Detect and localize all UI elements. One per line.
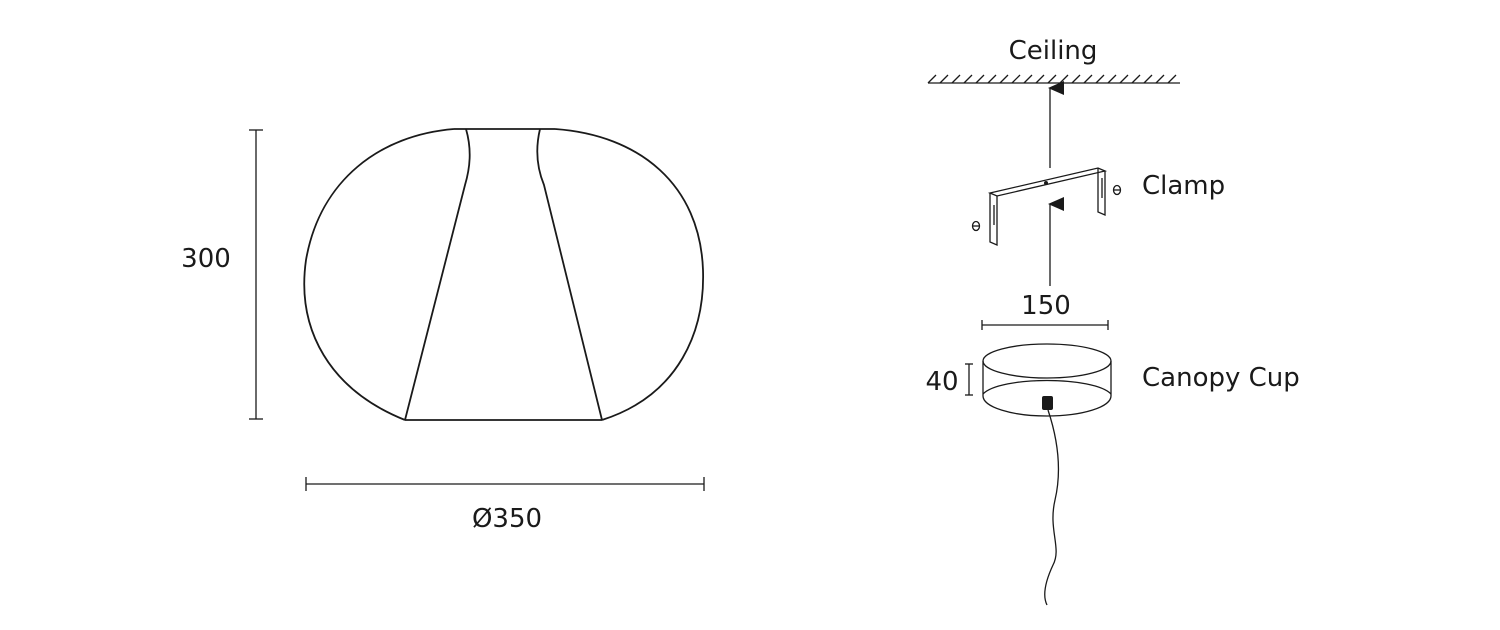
ceiling-line xyxy=(927,74,1180,84)
clamp-right-screw-icon xyxy=(1112,184,1122,196)
clamp-label: Clamp xyxy=(1142,171,1225,201)
height-label: 300 xyxy=(181,244,231,274)
diameter-label: Ø350 xyxy=(472,504,542,534)
canopy-height-label: 40 xyxy=(925,367,958,397)
shade-outline xyxy=(303,128,704,421)
ceiling-label: Ceiling xyxy=(1009,36,1098,66)
canopy-width-dimension xyxy=(981,320,1109,330)
shade-right-seam xyxy=(536,128,603,421)
diameter-dimension xyxy=(305,477,705,491)
clamp-bracket xyxy=(971,167,1122,246)
canopy-label: Canopy Cup xyxy=(1142,363,1300,393)
canopy-width-label: 150 xyxy=(1021,291,1071,321)
height-dimension xyxy=(249,129,263,420)
cable-grip-icon xyxy=(1042,396,1053,410)
suspension-cable xyxy=(1044,409,1060,606)
lamp-shade xyxy=(303,128,704,421)
canopy-height-dimension xyxy=(965,363,973,396)
canopy-cup xyxy=(982,343,1112,417)
clamp-left-screw-icon xyxy=(971,220,981,232)
shade-left-seam xyxy=(404,128,471,421)
